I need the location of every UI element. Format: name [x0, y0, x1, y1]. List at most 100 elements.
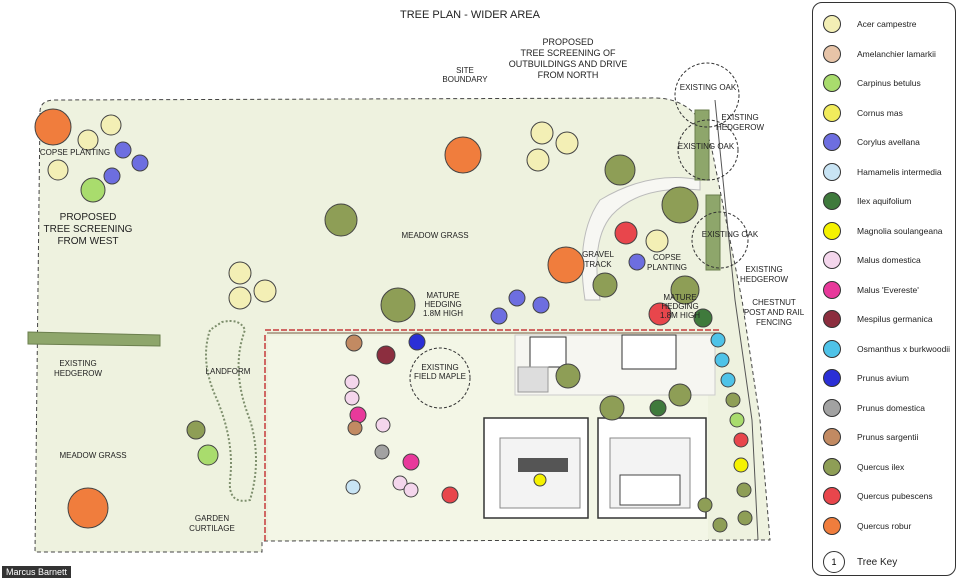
tree-quercus-ilex: [725, 392, 741, 408]
courtyard-west: [499, 437, 581, 509]
tree-magnolia: [533, 473, 547, 487]
legend-label: Ilex aquifolium: [857, 196, 912, 206]
tree-prunus-sargentii: [347, 420, 363, 436]
legend-label: Malus domestica: [857, 255, 921, 265]
tree-prunus-avium: [408, 333, 426, 351]
hedgerow-north: [694, 109, 710, 181]
legend-item: Quercus robur: [819, 515, 955, 537]
tree-ilex-aquifolium: [693, 308, 713, 328]
tree-quercus-ilex: [604, 154, 636, 186]
label-mature-hedging-east-3: 1.8M HIGH: [660, 311, 700, 320]
tree-acer-campestre: [228, 261, 252, 285]
legend-item: Cornus mas: [819, 102, 955, 124]
legend-label: Prunus sargentii: [857, 432, 919, 442]
legend-item: Malus domestica: [819, 249, 955, 271]
label-chestnut-3: FENCING: [756, 318, 792, 327]
tree-corylus-avellana: [508, 289, 526, 307]
legend-swatch: [823, 192, 841, 210]
label-copse-planting-west: COPSE PLANTING: [40, 148, 110, 157]
tree-acer-campestre: [100, 114, 122, 136]
tree-acer-campestre: [530, 121, 554, 145]
tree-osmanthus: [720, 372, 736, 388]
legend-swatch: [823, 280, 841, 299]
existing-oak-1: [674, 62, 740, 128]
label-existing-oak-2: EXISTING OAK: [678, 142, 735, 151]
legend-label: Magnolia soulangeana: [857, 225, 943, 236]
legend-item: Prunus avium: [819, 367, 955, 389]
label-garden-curtilage-1: GARDEN: [195, 514, 229, 523]
legend-swatch: [823, 516, 841, 535]
label-proposed-west-1: PROPOSED: [60, 212, 117, 223]
legend-item: Prunus sargentii: [819, 426, 955, 448]
tree-quercus-ilex: [712, 517, 728, 533]
tree-malus-evereste: [349, 406, 367, 424]
tree-key-label: Tree Key: [857, 556, 898, 568]
tree-quercus-ilex: [555, 363, 581, 389]
label-existing-hedgerow-north-2: HEDGEROW: [716, 123, 764, 132]
label-field-maple-2: FIELD MAPLE: [414, 372, 466, 381]
tree-quercus-pubescens: [614, 221, 638, 245]
tree-quercus-ilex: [380, 287, 416, 323]
legend-swatch: [823, 398, 841, 417]
tree-acer-campestre: [47, 159, 69, 181]
tree-quercus-ilex: [697, 497, 713, 513]
garden-curtilage-line: [264, 329, 720, 541]
legend-item: Corylus avellana: [819, 131, 955, 153]
legend-swatch: [823, 221, 841, 240]
label-garden-curtilage-2: CURTILAGE: [189, 524, 235, 533]
label-mature-hedging-east-2: HEDGING: [661, 302, 698, 311]
site-plan: TREE PLAN - WIDER AREA PROPOSED TREE SCR…: [27, 9, 805, 553]
label-proposed-north-4: FROM NORTH: [538, 70, 599, 80]
legend-item: Mespilus germanica: [819, 308, 955, 330]
legend-swatch: [823, 457, 841, 476]
legend-swatch: [823, 74, 841, 92]
tree-quercus-ilex: [670, 275, 700, 305]
label-gravel-track-1: GRAVEL: [582, 250, 614, 259]
tree-corylus-avellana: [103, 167, 121, 185]
tree-corylus-avellana: [114, 141, 132, 159]
tree-quercus-ilex: [592, 272, 618, 298]
pergola: [518, 458, 568, 472]
legend-label: Malus 'Evereste': [857, 284, 919, 295]
legend-label: Mespilus germanica: [857, 314, 933, 324]
legend-label: Osmanthus x burkwoodii: [857, 343, 951, 354]
label-proposed-north-1: PROPOSED: [542, 37, 594, 47]
legend-swatch: [823, 339, 841, 358]
tree-acer-campestre: [526, 148, 550, 172]
legend-swatch: [823, 369, 841, 387]
legend-label: Quercus robur: [857, 520, 912, 531]
legend-label: Amelanchier lamarkii: [857, 48, 936, 59]
tree-carpinus-betulus: [729, 412, 745, 428]
legend-swatch: [823, 428, 841, 446]
tree-layer: [34, 108, 753, 533]
tree-malus-domestica: [375, 417, 391, 433]
legend-item: Quercus ilex: [819, 456, 955, 478]
legend-swatch: [823, 133, 841, 151]
label-landform: LANDFORM: [206, 367, 251, 376]
tree-acer-campestre: [228, 286, 252, 310]
legend-swatch: [823, 310, 841, 328]
label-existing-hedgerow-west-1: EXISTING: [59, 359, 96, 368]
label-meadow-grass-north: MEADOW GRASS: [401, 231, 468, 240]
label-site-boundary-1: SITE: [456, 66, 474, 75]
legend-item: Malus 'Evereste': [819, 279, 955, 301]
legend-swatch: [823, 162, 841, 181]
tree-key-row: 1 Tree Key: [819, 551, 955, 573]
tree-hamamelis-intermedia: [345, 479, 361, 495]
label-mature-hedging-3: 1.8M HIGH: [423, 309, 463, 318]
tree-quercus-ilex: [661, 186, 699, 224]
label-existing-oak-3: EXISTING OAK: [702, 230, 759, 239]
tree-corylus-avellana: [628, 253, 646, 271]
label-field-maple-1: EXISTING: [421, 363, 458, 372]
tree-quercus-robur: [547, 246, 585, 284]
tree-quercus-pubescens: [648, 302, 672, 326]
tree-quercus-ilex: [737, 510, 753, 526]
tree-malus-domestica: [344, 374, 360, 390]
tree-malus-evereste: [402, 453, 420, 471]
tree-prunus-domestica: [374, 444, 390, 460]
hedgerow-west: [27, 331, 161, 347]
legend-item: Amelanchier lamarkii: [819, 43, 955, 65]
tree-corylus-avellana: [532, 296, 550, 314]
tree-carpinus-betulus: [197, 444, 219, 466]
